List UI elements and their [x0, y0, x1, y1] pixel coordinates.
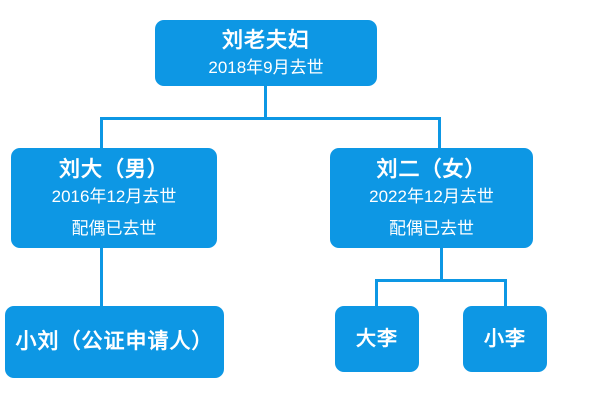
node-title: 刘大（男） — [59, 157, 169, 181]
connector-drop-xiao-li — [504, 279, 507, 306]
node-liu-lao-fufu: 刘老夫妇 2018年9月去世 — [155, 20, 377, 86]
connector-drop-da-li — [375, 279, 378, 306]
node-liu-da: 刘大（男） 2016年12月去世 配偶已去世 — [11, 148, 217, 248]
connector-root-stem — [264, 86, 267, 118]
node-liu-er: 刘二（女） 2022年12月去世 配偶已去世 — [330, 148, 533, 248]
node-da-li: 大李 — [335, 306, 419, 372]
node-death-date: 2016年12月去世 — [51, 187, 177, 207]
node-spouse-status: 配偶已去世 — [71, 219, 157, 239]
connector-generation3-rail — [375, 279, 507, 282]
node-title: 大李 — [356, 328, 398, 350]
node-title: 刘二（女） — [376, 157, 487, 181]
node-title: 小李 — [484, 328, 526, 350]
connector-drop-liu-da — [100, 117, 103, 148]
node-title: 刘老夫妇 — [222, 28, 310, 52]
node-spouse-status: 配偶已去世 — [389, 219, 474, 239]
connector-liu-er-stem — [440, 248, 443, 280]
node-death-date: 2018年9月去世 — [208, 58, 324, 78]
node-xiao-li: 小李 — [463, 306, 547, 372]
connector-drop-liu-er — [438, 117, 441, 148]
connector-liu-da-to-xiao-liu — [100, 248, 103, 306]
connector-generation2-rail — [100, 117, 441, 120]
node-death-date: 2022年12月去世 — [369, 187, 494, 207]
node-title: 小刘（公证申请人） — [15, 330, 214, 354]
node-xiao-liu-applicant: 小刘（公证申请人） — [5, 306, 224, 378]
